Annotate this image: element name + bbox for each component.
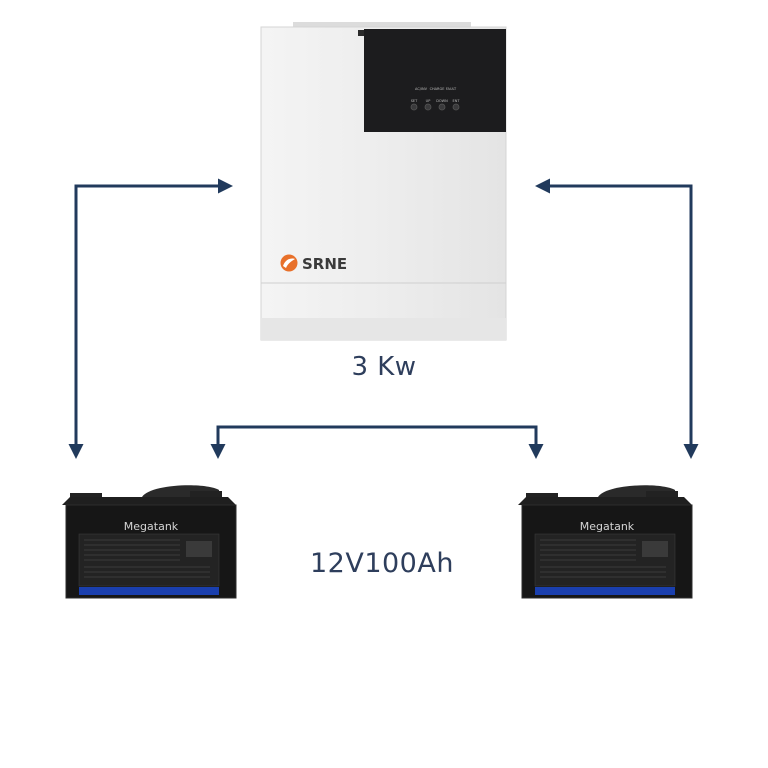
panel-button: [410, 103, 418, 111]
panel-button: [438, 103, 446, 111]
right-connection-arrow: [535, 178, 699, 459]
battery-blue-stripe: [535, 587, 675, 595]
indicator-label: AC/INV: [415, 87, 428, 91]
button-label: DOWN: [436, 99, 448, 103]
panel-button: [452, 103, 460, 111]
battery-left: Megatank: [62, 485, 237, 599]
button-label: UP: [426, 99, 431, 103]
inverter: AC/INV CHARGE FAULT SET UP DOWN ENT SRNE: [260, 22, 507, 341]
panel-button: [424, 103, 432, 111]
inverter-brand: SRNE: [302, 255, 347, 273]
inverter-capacity-label: 3 Kw: [351, 352, 417, 382]
battery-brand: Megatank: [124, 520, 179, 533]
left-connection-arrow: [68, 178, 233, 459]
indicator-labels: AC/INV CHARGE FAULT: [415, 87, 457, 91]
battery-blue-stripe: [79, 587, 219, 595]
button-label: ENT: [453, 99, 461, 103]
inverter-display-panel: [364, 29, 506, 132]
battery-link-arrow: [210, 425, 544, 459]
indicator-label: FAULT: [446, 87, 457, 91]
button-label: SET: [411, 99, 418, 103]
battery-right: Megatank: [518, 485, 693, 599]
srne-logo-icon: [280, 254, 298, 272]
indicator-label: CHARGE: [430, 87, 445, 91]
battery-rating-label: 12V100Ah: [310, 548, 454, 579]
battery-brand: Megatank: [580, 520, 635, 533]
button-labels: SET UP DOWN ENT: [411, 99, 461, 103]
